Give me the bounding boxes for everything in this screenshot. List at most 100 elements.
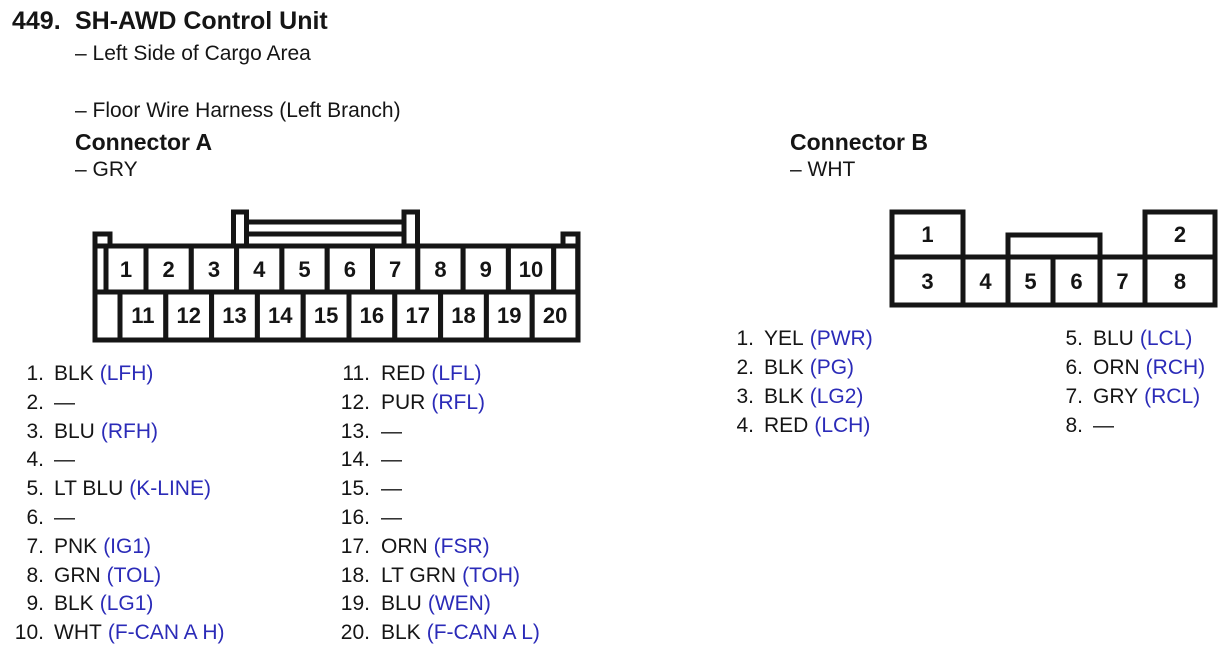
pin-row-a17: 17.ORN(FSR) xyxy=(330,533,540,562)
pin-number: 2. xyxy=(736,356,754,379)
wire-color: LT GRN xyxy=(381,563,457,587)
pin-label: 4 xyxy=(253,257,266,282)
pin-label: 19 xyxy=(497,303,521,328)
pin-number: 13. xyxy=(340,419,370,443)
connector-b-pin-list-col1: 1.YEL(PWR) 2.BLK(PG) 3.BLK(LG2) 4.RED(LC… xyxy=(733,324,873,440)
pin-row-a4: 4. — xyxy=(10,446,225,475)
signal-name: (LG1) xyxy=(99,592,154,616)
pin-row-a7: 7.PNK(IG1) xyxy=(10,533,225,562)
wire-color: — xyxy=(381,419,402,443)
connector-b-color-label: – WHT xyxy=(790,158,856,181)
wire-color: PUR xyxy=(381,390,426,414)
wire-color: PNK xyxy=(54,534,98,558)
pin-row-b5: 5.BLU(LCL) xyxy=(1062,324,1205,353)
wire-color: — xyxy=(54,448,75,472)
pin-cell-a12 xyxy=(163,289,215,343)
pin-number: 17. xyxy=(340,534,370,558)
signal-name: (WEN) xyxy=(427,592,491,616)
signal-name: (FSR) xyxy=(433,534,490,558)
pin-label: 16 xyxy=(360,303,384,328)
pin-row-b7: 7. GRY(RCL) xyxy=(1062,382,1205,411)
wire-color: RED xyxy=(764,414,809,437)
pin-label: 7 xyxy=(389,257,401,282)
signal-name: (K-LINE) xyxy=(129,477,211,501)
wire-color: LT BLU xyxy=(54,477,124,501)
connector-a-diagram: 1 2 3 4 5 6 7 8 9 10 11 12 13 14 15 16 1… xyxy=(92,209,581,343)
wire-color: BLK xyxy=(381,621,421,645)
pin-label: 8 xyxy=(434,257,446,282)
signal-name: (RFH) xyxy=(100,419,159,443)
pin-number: 14. xyxy=(340,448,370,472)
pin-row-b2: 2.BLK(PG) xyxy=(733,353,873,382)
pin-label: 20 xyxy=(543,303,567,328)
connector-b-pin-list-col2: 5.BLU(LCL) 6.ORN(RCH) 7.GRY(RCL) 8.— xyxy=(1062,324,1205,440)
connector-a-pin-list-col1: 1.BLK(LFH) 2.— 3.BLU(RFH) 4. — 5. LT BLU(K… xyxy=(10,360,225,648)
pin-row-a6: 6.— xyxy=(10,504,225,533)
latch-post-right xyxy=(401,209,420,249)
pin-cell-a5 xyxy=(279,243,330,295)
pin-number: 4. xyxy=(736,414,754,437)
pin-label: 17 xyxy=(405,303,429,328)
wire-color: ORN xyxy=(1093,356,1140,379)
wire-color: — xyxy=(381,448,402,472)
wire-color: GRN xyxy=(54,563,101,587)
pin-row-a20: 20.BLK(F-CAN A L) xyxy=(330,619,540,648)
pin-number: 4. xyxy=(26,448,44,472)
pin-number: 6. xyxy=(26,505,44,529)
pin-number: 5. xyxy=(26,477,44,501)
wire-color: BLU xyxy=(381,592,422,616)
pin-row-b6: 6.ORN(RCH) xyxy=(1062,353,1205,382)
pin-label: 1 xyxy=(120,257,132,282)
signal-name: (LFH) xyxy=(99,362,154,385)
wire-color: — xyxy=(1093,414,1114,437)
signal-name: (F-CAN A L) xyxy=(426,621,540,645)
pin-row-a12: 12.PUR(RFL) xyxy=(330,389,540,418)
wire-color: BLK xyxy=(764,385,804,408)
pin-number: 1. xyxy=(736,327,754,350)
pin-cell-b8 xyxy=(1142,254,1218,308)
pin-row-a3: 3.BLU(RFH) xyxy=(10,418,225,447)
signal-name: (TOL) xyxy=(106,563,162,587)
signal-name: (LCL) xyxy=(1139,327,1193,350)
pin-label: 9 xyxy=(480,257,492,282)
pin-label: 3 xyxy=(921,269,933,294)
pin-row-a2: 2.— xyxy=(10,389,225,418)
pin-row-a16: 16.— xyxy=(330,504,540,533)
pin-row-a15: 15.— xyxy=(330,475,540,504)
connector-a-color-label: – GRY xyxy=(75,158,138,181)
pin-row-a19: 19.BLU(WEN) xyxy=(330,590,540,619)
pin-label: 8 xyxy=(1174,269,1186,294)
item-number: 449. xyxy=(12,7,61,35)
signal-name: (RCL) xyxy=(1144,385,1201,408)
pin-label: 6 xyxy=(344,257,356,282)
pin-label: 2 xyxy=(1174,222,1186,247)
pin-number: 6. xyxy=(1065,356,1083,379)
pin-number: 3. xyxy=(26,419,44,443)
connector-a-pin-list-col2: 11.RED(LFL) 12.PUR(RFL) 13.— 14.— 15.— 1… xyxy=(330,360,540,648)
wire-color: RED xyxy=(381,362,426,385)
pin-number: 12. xyxy=(340,390,370,414)
pin-row-a5: 5. LT BLU(K-LINE) xyxy=(10,475,225,504)
signal-name: (PWR) xyxy=(809,327,873,350)
wire-color: GRY xyxy=(1093,385,1139,408)
signal-name: (TOH) xyxy=(462,563,521,587)
pin-row-a8: 8.GRN(TOL) xyxy=(10,562,225,591)
pin-label: 1 xyxy=(921,222,933,247)
pin-number: 7. xyxy=(1065,385,1083,408)
pin-row-a18: 18.LT GRN(TOH) xyxy=(330,562,540,591)
pin-number: 11. xyxy=(342,362,370,385)
signal-name: (LG2) xyxy=(809,385,864,408)
pin-row-a1: 1.BLK(LFH) xyxy=(10,360,225,389)
pin-row-a10: 10.WHT(F-CAN A H) xyxy=(10,619,225,648)
wire-color: — xyxy=(381,505,402,529)
wire-color: YEL xyxy=(764,327,804,350)
connector-b-diagram: 1 2 3 4 5 6 7 8 xyxy=(889,209,1218,308)
pin-label: 12 xyxy=(176,303,200,328)
location-line-2: – Floor Wire Harness (Left Branch) xyxy=(75,99,401,122)
pin-number: 10. xyxy=(14,621,44,645)
pin-label: 11 xyxy=(131,303,154,328)
pin-row-b3: 3.BLK(LG2) xyxy=(733,382,873,411)
pin-cell-b6 xyxy=(1050,254,1103,308)
connector-b-heading: Connector B xyxy=(790,129,928,155)
